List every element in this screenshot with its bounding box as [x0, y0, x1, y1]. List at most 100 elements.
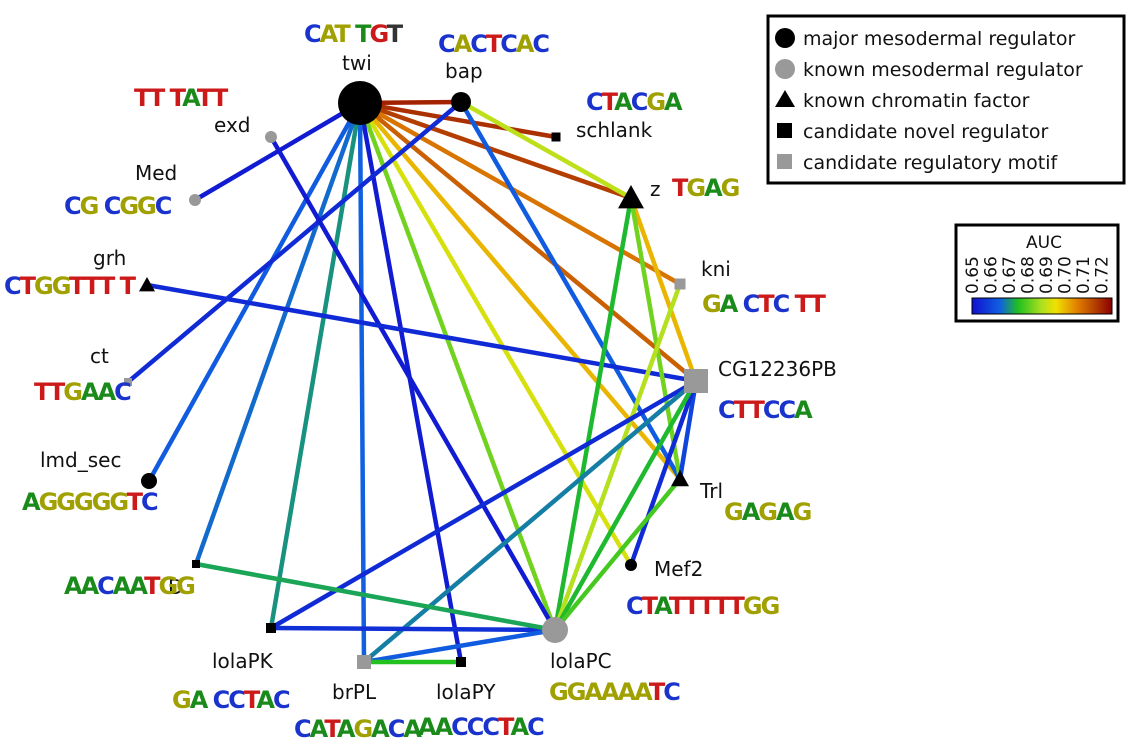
node-label-twi: twi [342, 51, 372, 75]
legend: major mesodermal regulator known mesoder… [766, 14, 1126, 185]
auc-colorbar: AUC 0.650.660.670.680.690.700.710.72 [954, 223, 1120, 323]
node-ct [124, 378, 132, 386]
edge-CG12236PB-Mef2 [628, 380, 699, 566]
motif-logo-schlank: CTACGA [586, 88, 683, 116]
edge-bap-ct [126, 100, 463, 384]
edge-z-lolaPC [552, 197, 634, 631]
node-kni [674, 278, 686, 290]
edge-Trl-lolaPC [553, 477, 682, 632]
node-label-Med: Med [135, 161, 177, 185]
node-grh [139, 277, 155, 292]
colorbar-tick-label: 0.66 [982, 256, 1002, 294]
edge-lolaPC-lolaPK [270, 625, 556, 633]
node-label-brPL: brPL [332, 680, 377, 704]
colorbar-title: AUC [1026, 233, 1062, 253]
node-label-bap: bap [445, 59, 483, 83]
motif-logo-grh: CTGGTTT T [4, 272, 137, 300]
node-D [192, 560, 200, 568]
node-bap [451, 92, 471, 112]
node-lolaPC [542, 617, 568, 643]
edge-kni-lolaPC [552, 283, 683, 631]
legend-label-motif: candidate regulatory motif [803, 152, 1058, 174]
node-lolaPK [266, 623, 276, 633]
edge-lolaPC-D [195, 561, 556, 633]
edge-twi-CG12236PB [358, 101, 698, 383]
node-twi [338, 81, 382, 125]
motif-logo-lmd_sec: AGGGGGTC [22, 488, 158, 516]
legend-major-icon [775, 28, 795, 48]
edge-lolaPC-brPL [363, 627, 556, 665]
colorbar-tick-label: 0.69 [1037, 256, 1057, 294]
edge-twi-brPL [357, 102, 367, 663]
node-label-kni: kni [701, 257, 731, 281]
motif-logo-bap: CACTCAC [438, 30, 549, 58]
node-label-grh: grh [93, 246, 126, 270]
edge-layer [126, 99, 699, 665]
motif-logo-brPL: CATAGACA [294, 715, 422, 743]
node-lmd_sec [141, 473, 157, 489]
colorbar-tick-label: 0.67 [1000, 256, 1020, 294]
colorbar-tick-label: 0.68 [1019, 256, 1039, 294]
legend-label-chromatin: known chromatin factor [803, 90, 1030, 112]
node-layer [124, 81, 708, 669]
node-label-Trl: Trl [699, 479, 723, 503]
node-label-CG12236PB: CG12236PB [718, 357, 837, 381]
legend-known-icon [775, 59, 795, 79]
node-lolaPY [456, 657, 466, 667]
motif-logo-exd: TT TATT [134, 84, 229, 112]
edge-z-CG12236PB [628, 197, 699, 382]
edge-twi-z [359, 100, 632, 201]
node-label-z: z [650, 177, 661, 201]
edge-twi-D [193, 102, 363, 565]
edge-grh-CG12236PB [146, 282, 697, 384]
legend-label-known: known mesodermal regulator [803, 59, 1083, 81]
colorbar-tick-label: 0.70 [1056, 256, 1076, 294]
legend-box [766, 14, 1126, 185]
node-label-schlank: schlank [576, 118, 653, 142]
edge-twi-lolaPC [357, 102, 558, 631]
legend-chromatin-icon [775, 90, 795, 107]
node-exd [265, 131, 277, 143]
edge-CG12236PB-brPL [362, 379, 698, 664]
node-Mef2 [625, 559, 637, 571]
colorbar-tick-label: 0.65 [963, 256, 983, 294]
motif-logo-Mef2: CTATTTTTGG [626, 592, 779, 620]
node-brPL [357, 655, 371, 669]
colorbar-ticks: 0.650.660.670.680.690.700.710.72 [963, 256, 1113, 294]
node-label-exd: exd [214, 113, 250, 137]
motif-logo-CG12236PB: CTTCCA [718, 396, 813, 424]
motif-logo-lolaPK: GA CCTAC [172, 686, 290, 714]
node-Med [189, 194, 201, 206]
node-schlank [551, 132, 561, 142]
edge-CG12236PB-lolaPK [269, 379, 698, 630]
motif-logo-twi: CAT TGT [304, 20, 404, 48]
motif-logo-Trl: GAGAG [724, 498, 811, 526]
edge-twi-lolaPK [268, 102, 363, 629]
motif-logo-kni: GA CTC TT [702, 290, 827, 318]
edge-bap-Trl [459, 100, 682, 481]
node-Trl [671, 470, 689, 487]
legend-motif-icon [777, 154, 792, 169]
motif-logo-z: TGAG [672, 174, 739, 202]
edge-CG12236PB-lolaPC [553, 379, 698, 632]
edge-twi-Trl [358, 101, 682, 481]
legend-label-novel: candidate novel regulator [803, 121, 1048, 143]
node-label-D: D [168, 575, 183, 599]
node-label-lmd_sec: lmd_sec [40, 448, 121, 472]
edge-z-Trl [628, 197, 683, 480]
motif-logo-lolaPY: AACCCTAC [418, 713, 544, 741]
node-label-lolaPY: lolaPY [436, 680, 496, 704]
motif-logo-ct: TTGAAC [34, 378, 131, 406]
node-label-lolaPC: lolaPC [550, 649, 612, 673]
edge-twi-schlank [359, 100, 557, 140]
edge-twi-lmd_sec [147, 101, 362, 483]
legend-novel-icon [777, 123, 792, 138]
colorbar-tick-label: 0.71 [1074, 256, 1094, 294]
node-label-ct: ct [90, 344, 109, 368]
edge-bap-z [459, 100, 633, 200]
edge-exd-lolaPC [269, 135, 557, 632]
motif-logo-lolaPC: GGAAAATC [549, 678, 680, 706]
legend-label-major: major mesodermal regulator [803, 28, 1076, 50]
